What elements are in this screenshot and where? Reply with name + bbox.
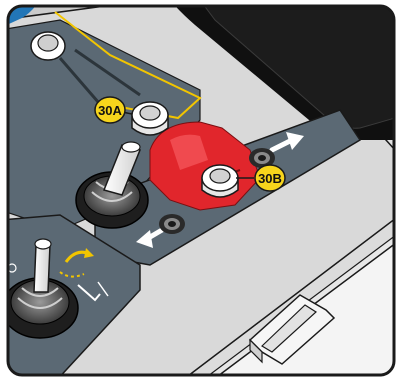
push-button-30a[interactable] xyxy=(132,102,168,135)
top-push-button[interactable] xyxy=(31,32,65,60)
callout-label-30b: 30B xyxy=(258,171,282,186)
callout-label-30a: 30A xyxy=(98,103,122,118)
push-button-30b[interactable] xyxy=(202,165,238,197)
reverse-indicator-lamp xyxy=(159,214,185,234)
